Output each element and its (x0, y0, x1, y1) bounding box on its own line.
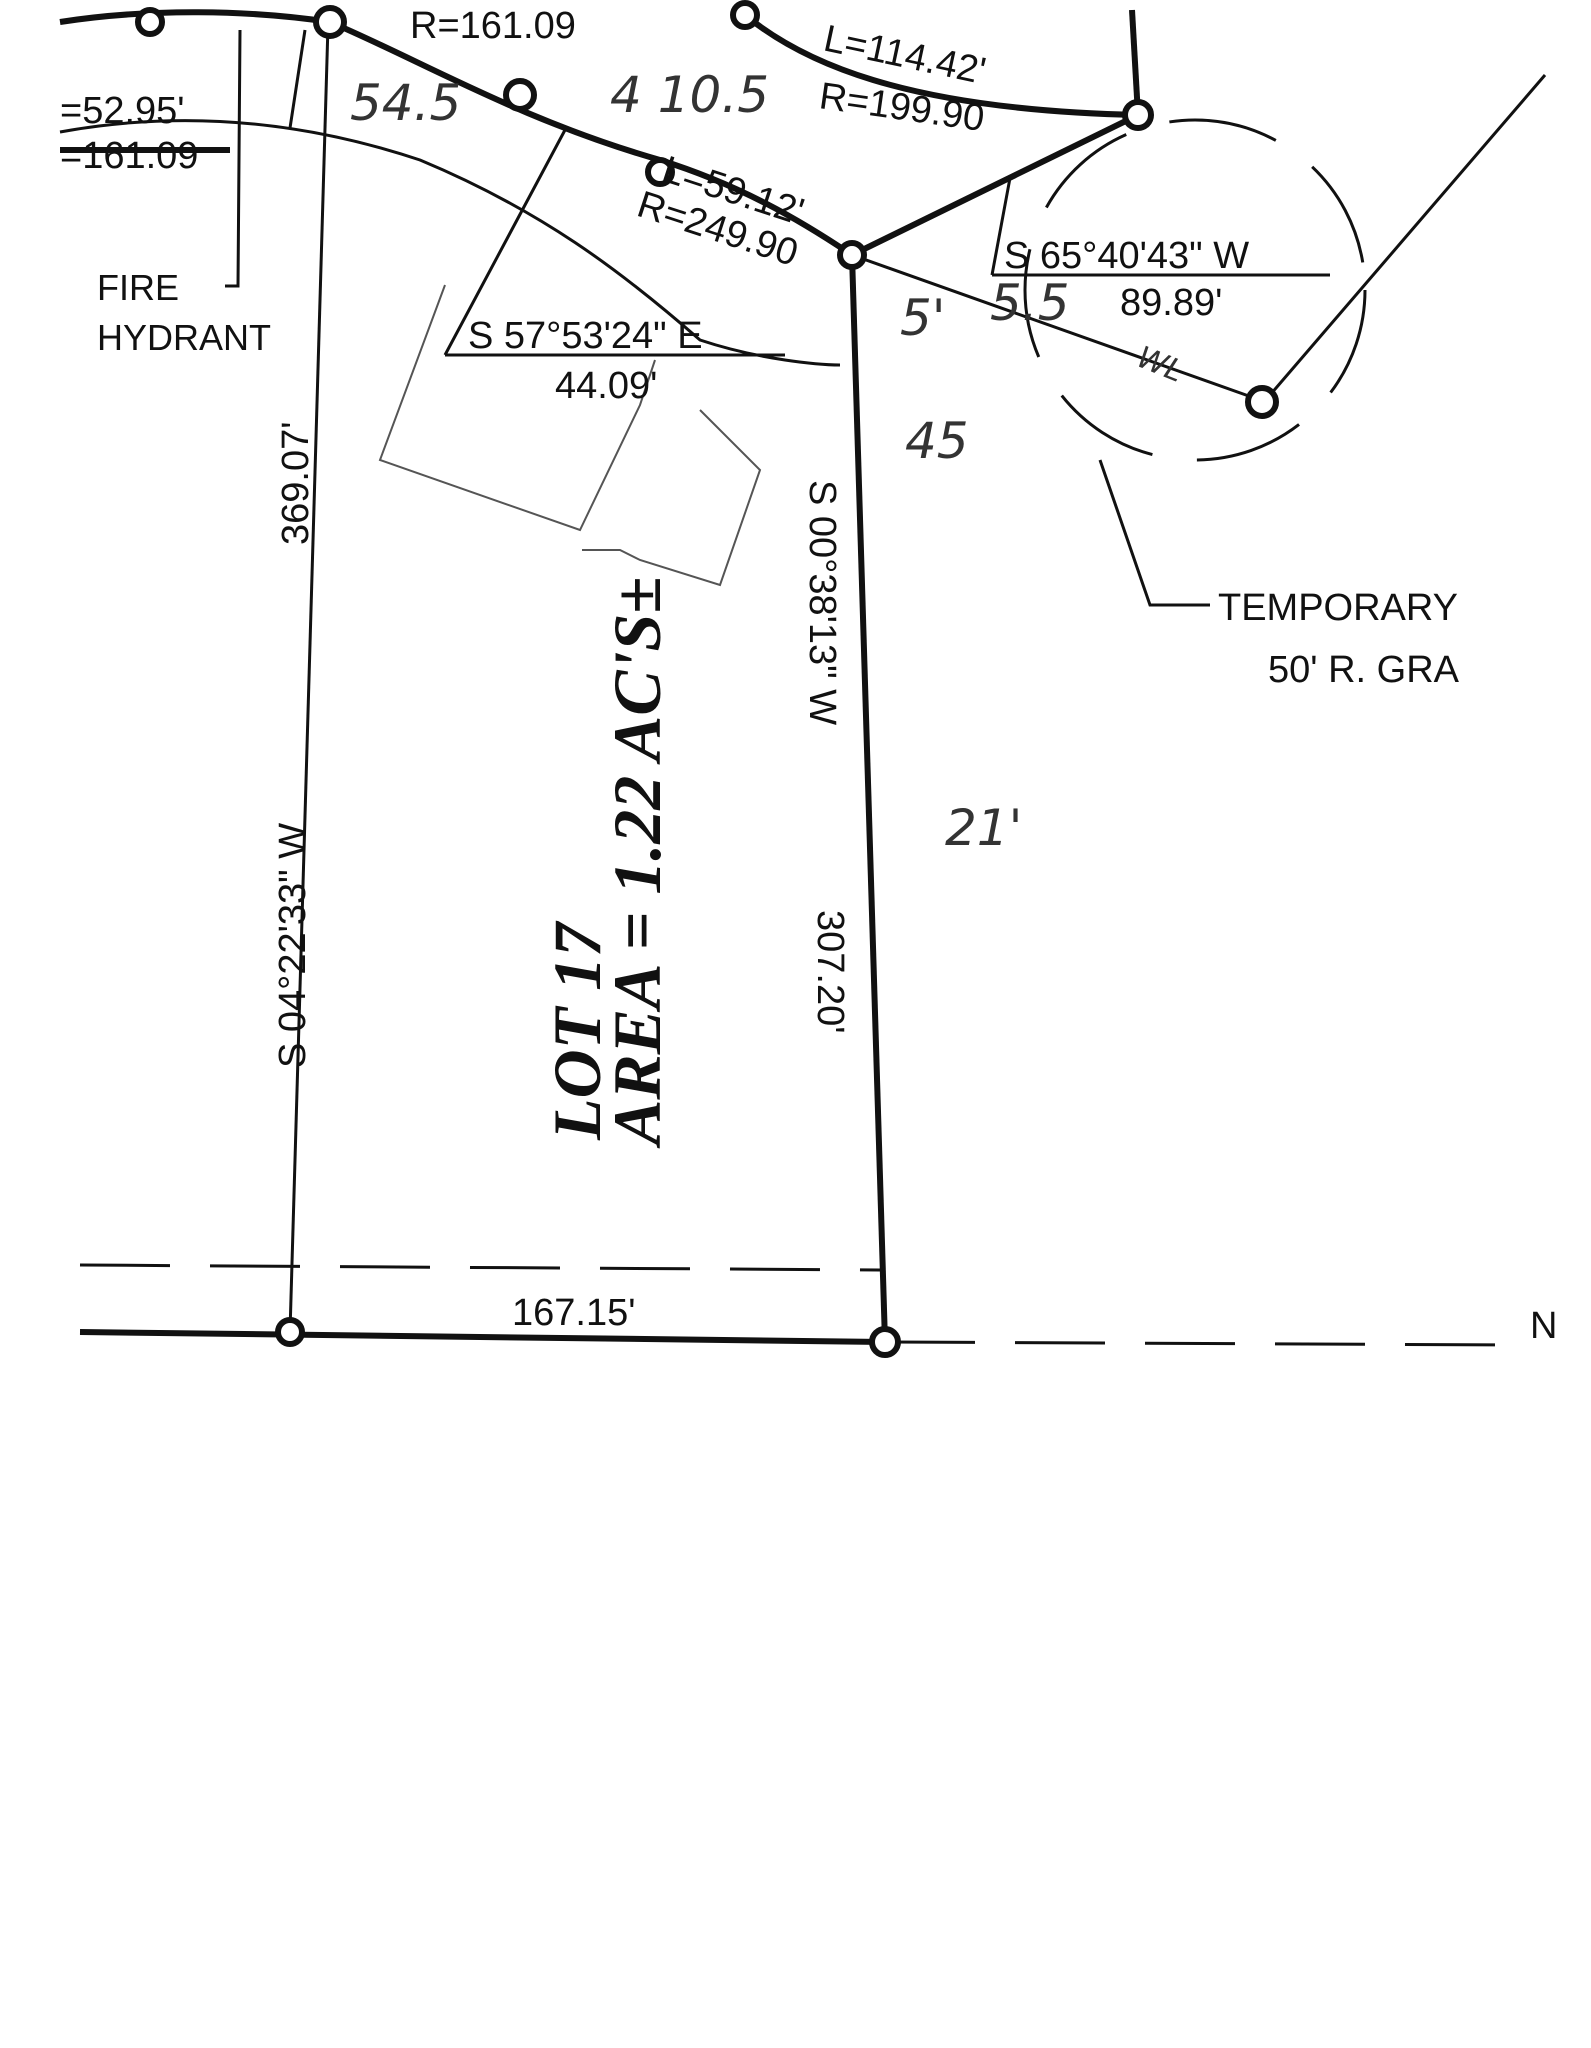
lot-east-line (849, 254, 888, 1343)
lot-west-line (288, 24, 330, 1333)
fire-hydrant-label: FIRE (97, 267, 179, 308)
west-distance-label: 369.07' (275, 422, 317, 545)
leader-line-northeast (990, 177, 1330, 277)
north-bearing-label: S 57°53'24" E (468, 315, 703, 357)
handwritten-note: 54.5 (350, 74, 461, 132)
top-radius-label: R=161.09 (410, 5, 576, 47)
northeast-distance-label: 89.89' (1120, 282, 1222, 324)
left-radius-label: =161.09 (60, 135, 198, 177)
temporary-cul-de-sac (1023, 118, 1367, 462)
fire-hydrant-label-2: HYDRANT (97, 317, 271, 358)
north-distance-label: 44.09' (555, 365, 657, 407)
road-south-extension (884, 1340, 1521, 1347)
monument-node (645, 157, 675, 187)
handwritten-note: 5' (900, 289, 946, 347)
lot-area-label: AREA = 1.22 AC'S± (599, 576, 675, 1149)
leader-line-top-curve (288, 29, 307, 129)
monument-node (135, 7, 165, 37)
handwritten-note: 21' (945, 799, 1022, 857)
leader-line-right (1268, 74, 1547, 396)
road-curve-upper (59, 9, 854, 258)
monument-node (730, 0, 760, 30)
monument-node (313, 5, 347, 39)
west-bearing-label: S 04°22'33" W (272, 823, 314, 1068)
monument-node (1245, 385, 1279, 419)
house-sketch (378, 284, 762, 587)
monument-node (869, 1326, 901, 1358)
east-distance-label: 307.20' (809, 910, 851, 1033)
south-distance-label: 167.15' (512, 1292, 635, 1334)
row-right-line (1129, 9, 1141, 116)
temporary-label: TEMPORARY (1218, 587, 1458, 629)
monument-node (837, 240, 867, 270)
south-edge-letter: N (1530, 1305, 1557, 1347)
water-line (851, 253, 1261, 402)
handwritten-note: 4 10.5 (610, 66, 769, 124)
lot-name-label: LOT 17 (539, 920, 615, 1141)
temporary-label-2: 50' R. GRA (1268, 649, 1460, 691)
lot-south-line (79, 1329, 886, 1345)
row-curve-right (743, 12, 1141, 118)
left-length-label: =52.95' (60, 90, 185, 132)
northeast-bearing-label: S 65°40'43" W (1004, 235, 1249, 277)
handwritten-note: 45 (905, 412, 969, 470)
east-bearing-label: S 00°38'13" W (801, 480, 843, 725)
water-line-label: WL (1132, 340, 1188, 390)
handwritten-note: 5.5 (990, 274, 1070, 332)
monument-node (1122, 99, 1154, 131)
leader-line-temporary (1098, 459, 1210, 607)
monument-node (503, 78, 537, 112)
monument-node (275, 1317, 305, 1347)
leader-line-fire-hydrant (225, 29, 242, 288)
lot-northeast-line (850, 112, 1140, 258)
road-centerline-dashed (79, 1263, 881, 1272)
leader-line-north (443, 129, 785, 357)
